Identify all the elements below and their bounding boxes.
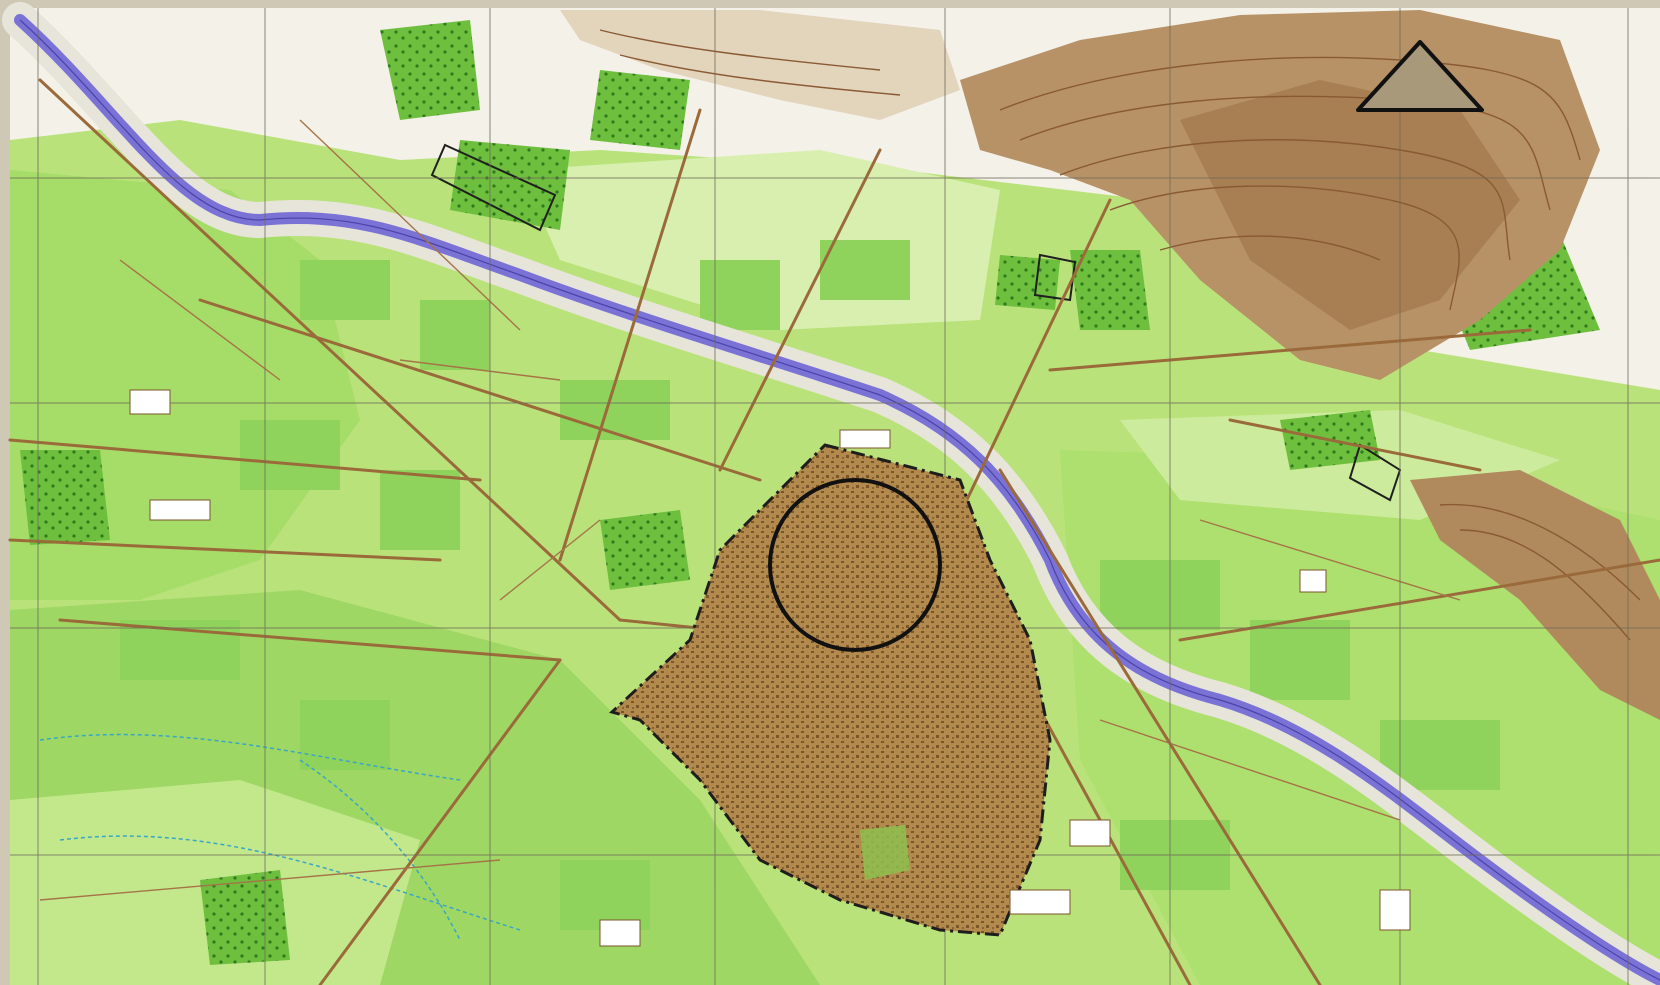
field-parcels — [120, 240, 1500, 930]
circle-marker[interactable] — [768, 478, 942, 652]
triangle-marker[interactable] — [1356, 40, 1484, 112]
river-edge — [19, 19, 1660, 981]
mountains-east — [1410, 470, 1660, 720]
urban-park — [860, 825, 910, 880]
hills-northwest — [560, 10, 960, 120]
minor-roads — [39, 119, 1461, 901]
settlements — [129, 389, 1411, 947]
mountains-ridge — [1180, 80, 1520, 330]
urban-boundary — [609, 443, 1052, 937]
streams — [39, 733, 521, 941]
